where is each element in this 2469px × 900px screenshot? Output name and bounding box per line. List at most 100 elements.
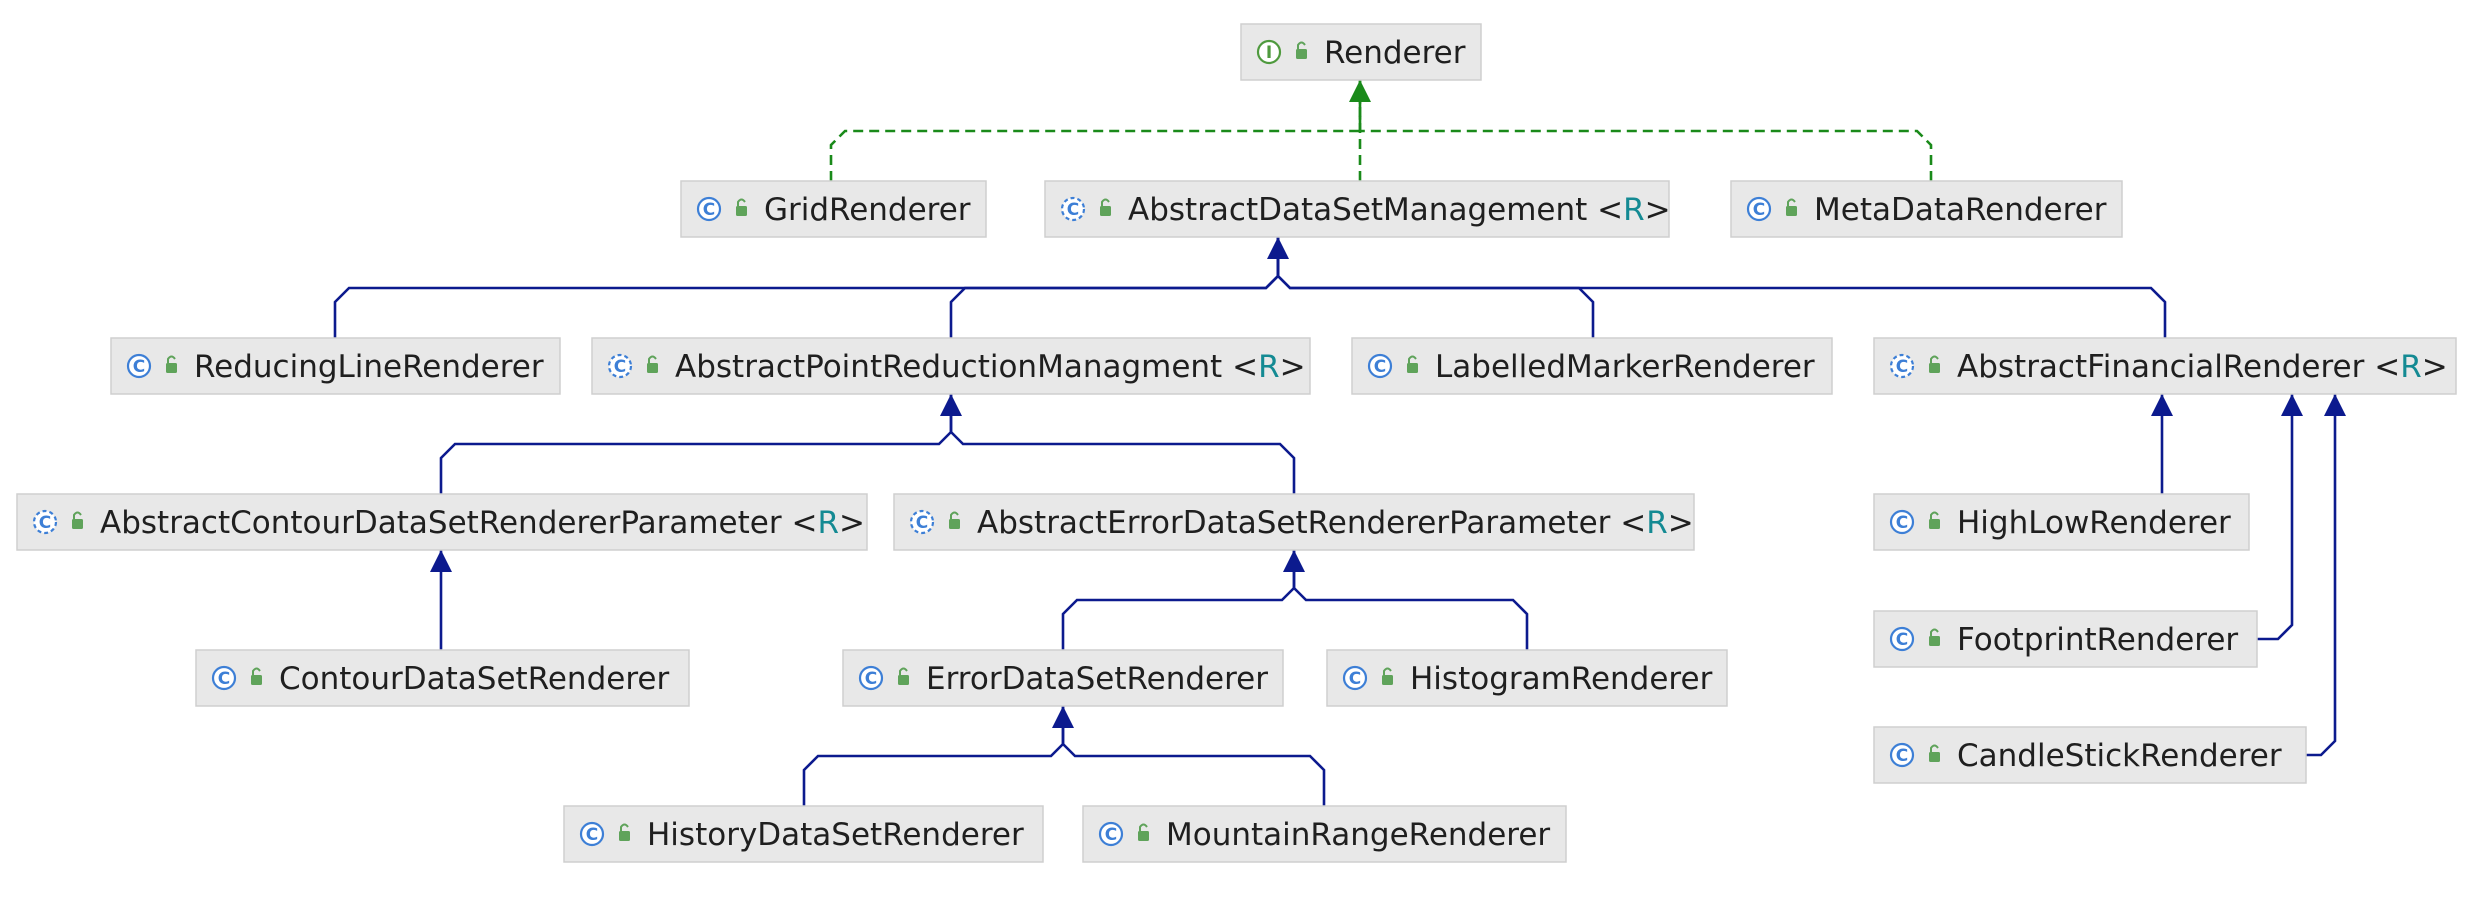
node-box: [1351, 337, 1833, 395]
class-name: AbstractDataSetManagement <R>: [1128, 192, 1671, 228]
abstract-class-icon: C: [1889, 353, 1915, 379]
edge-highlow-to-afr: [2151, 394, 2173, 494]
class-name-text: AbstractDataSetManagement: [1128, 192, 1587, 228]
edge-history-to-error: [802, 706, 1074, 806]
node-box: [110, 337, 561, 395]
node-box: [563, 805, 1044, 863]
edge-afr-to-adsm: [1276, 237, 2167, 338]
edge-meta-to-renderer: [1358, 80, 1933, 181]
class-name: Renderer: [1324, 35, 1466, 71]
node-box: [1873, 337, 2457, 395]
class-icon: C: [1342, 665, 1368, 691]
node-grid[interactable]: C GridRenderer: [680, 180, 987, 238]
edge-histogram-to-aedsrp: [1292, 550, 1529, 650]
class-name-text: ReducingLineRenderer: [194, 349, 544, 385]
svg-text:C: C: [39, 513, 51, 533]
public-access-icon: [647, 355, 658, 373]
class-icon: C: [858, 665, 884, 691]
class-name: GridRenderer: [764, 192, 971, 228]
svg-text:C: C: [1896, 513, 1908, 533]
extends-line: [2257, 394, 2294, 641]
type-bracket-open: <: [2364, 349, 2400, 385]
class-icon: C: [1098, 821, 1124, 847]
node-footprint[interactable]: C FootprintRenderer: [1873, 610, 2258, 668]
node-adsm[interactable]: C AbstractDataSetManagement <R>: [1044, 180, 1671, 238]
class-name-text: Renderer: [1324, 35, 1466, 71]
node-box: [893, 493, 1695, 551]
node-box: [1082, 805, 1567, 863]
edge-contour-to-acdsrp: [430, 550, 452, 650]
edge-acdsrp-to-aprm: [439, 394, 962, 494]
class-name-text: HighLowRenderer: [1957, 505, 2231, 541]
class-name-text: FootprintRenderer: [1957, 622, 2238, 658]
public-access-icon: [1100, 198, 1111, 216]
svg-text:C: C: [1105, 825, 1117, 845]
extends-line: [2306, 394, 2337, 757]
node-acdsrp[interactable]: C AbstractContourDataSetRendererParameter…: [16, 493, 868, 551]
interface-icon: I: [1256, 39, 1282, 65]
svg-text:C: C: [703, 200, 715, 220]
type-bracket-open: <: [1610, 505, 1646, 541]
svg-text:C: C: [1896, 357, 1908, 377]
type-parameter: R: [1646, 505, 1668, 541]
node-box: [195, 649, 690, 707]
public-access-icon: [1929, 744, 1940, 762]
node-histogram[interactable]: C HistogramRenderer: [1326, 649, 1728, 707]
node-highlow[interactable]: C HighLowRenderer: [1873, 493, 2250, 551]
public-access-icon: [1296, 41, 1307, 59]
class-icon: C: [579, 821, 605, 847]
node-box: [1326, 649, 1728, 707]
class-name: AbstractContourDataSetRendererParameter …: [100, 505, 865, 541]
node-mountain[interactable]: C MountainRangeRenderer: [1082, 805, 1567, 863]
public-access-icon: [1407, 355, 1418, 373]
type-parameter: R: [2400, 349, 2422, 385]
type-bracket-open: <: [782, 505, 818, 541]
svg-text:I: I: [1266, 43, 1272, 63]
public-access-icon: [166, 355, 177, 373]
edge-aedsrp-to-aprm: [949, 394, 1296, 494]
type-bracket-close: >: [2422, 349, 2448, 385]
public-access-icon: [251, 667, 262, 685]
node-box: [1873, 726, 2307, 784]
node-afr[interactable]: C AbstractFinancialRenderer <R>: [1873, 337, 2457, 395]
class-name: MountainRangeRenderer: [1166, 817, 1550, 853]
node-error[interactable]: C ErrorDataSetRenderer: [842, 649, 1284, 707]
extends-line: [802, 706, 1065, 806]
type-bracket-close: >: [1668, 505, 1694, 541]
node-box: [591, 337, 1311, 395]
abstract-class-icon: C: [607, 353, 633, 379]
public-access-icon: [1929, 355, 1940, 373]
node-renderer[interactable]: I Renderer: [1240, 23, 1482, 81]
svg-text:C: C: [614, 357, 626, 377]
extends-arrowhead: [430, 550, 452, 572]
extends-line: [1276, 237, 2167, 338]
class-name: AbstractFinancialRenderer <R>: [1957, 349, 2448, 385]
class-name: MetaDataRenderer: [1814, 192, 2107, 228]
node-box: [16, 493, 868, 551]
svg-text:C: C: [133, 357, 145, 377]
class-name-text: HistogramRenderer: [1410, 661, 1713, 697]
public-access-icon: [898, 667, 909, 685]
type-parameter: R: [1623, 192, 1645, 228]
edge-candle-to-afr: [2306, 394, 2346, 757]
extends-line: [439, 394, 953, 494]
class-name: ContourDataSetRenderer: [279, 661, 669, 697]
edge-footprint-to-afr: [2257, 394, 2303, 641]
public-access-icon: [949, 511, 960, 529]
node-reducing[interactable]: C ReducingLineRenderer: [110, 337, 561, 395]
class-name-text: ErrorDataSetRenderer: [926, 661, 1268, 697]
class-icon: C: [1367, 353, 1393, 379]
class-name: ReducingLineRenderer: [194, 349, 544, 385]
svg-text:C: C: [1067, 200, 1079, 220]
svg-text:C: C: [1896, 630, 1908, 650]
public-access-icon: [72, 511, 83, 529]
